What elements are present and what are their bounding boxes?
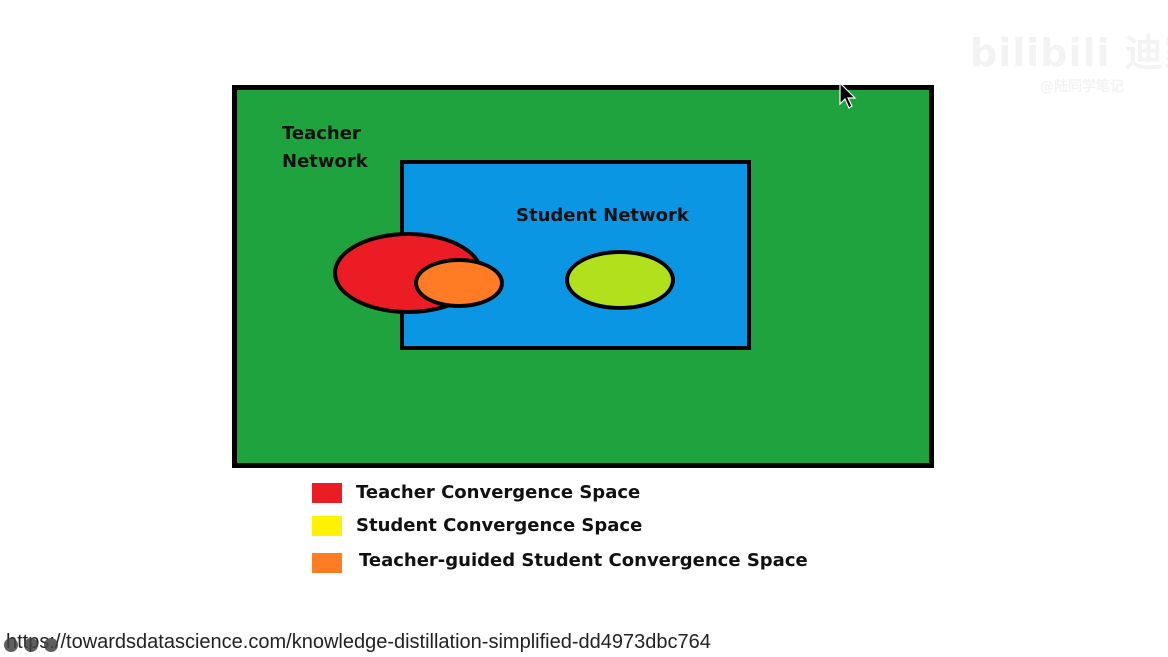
student-convergence-ellipse [565,250,675,310]
bilibili-watermark: bilibili 迪家 @陆同学笔记 [970,22,1168,102]
legend-swatch-red [312,483,342,503]
player-controls[interactable] [4,638,58,652]
watermark-subtext: @陆同学笔记 [1040,79,1124,95]
legend-label: Student Convergence Space [356,515,643,536]
play-control-icon[interactable] [4,638,18,652]
settings-control-icon[interactable] [44,638,58,652]
legend-label: Teacher Convergence Space [356,482,641,503]
mouse-pointer-icon [839,82,857,109]
source-url-text[interactable]: https://towardsdatascience.com/knowledge… [6,631,711,653]
watermark-logo: bilibili 迪家 [970,31,1168,75]
teacher-network-label: Teacher Network [282,123,368,172]
legend-label: Teacher-guided Student Convergence Space [359,550,808,571]
legend-swatch-yellow [312,516,342,536]
student-network-label: Student Network [516,205,689,226]
teacher-guided-convergence-ellipse [414,258,504,308]
legend-swatch-orange [312,553,342,573]
volume-control-icon[interactable] [24,638,38,652]
